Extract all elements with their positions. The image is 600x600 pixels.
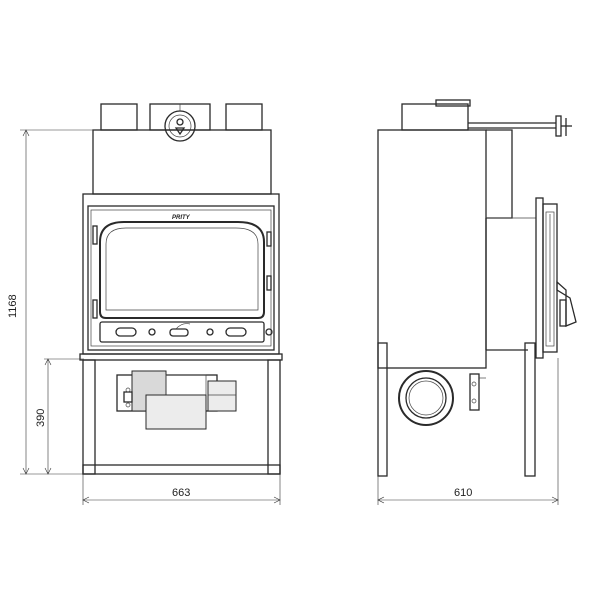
door-hinge-lower [92,299,98,319]
front-left-flue-collar [100,103,138,131]
dim-base-height: 390 [35,409,47,427]
dim-overall-height: 1168 [7,294,19,318]
dimension-lines [20,129,559,505]
damper-rod-knob-icon [555,115,572,137]
side-flue-top [435,99,471,107]
side-rear-leg [524,342,536,477]
front-upper-body [92,129,272,195]
side-door-profile [535,197,558,359]
side-door-handle-icon [556,280,577,327]
dim-front-width: 663 [172,487,190,499]
side-view [377,99,577,477]
front-base-bottom-rail [82,464,281,475]
front-right-flue-collar [225,103,263,131]
air-slot-left [115,327,137,337]
door-latch-mid [266,275,272,291]
side-bracket [469,373,480,411]
front-view: PRITY [79,103,283,475]
door-glass-window [99,221,265,319]
side-main-body [377,129,487,369]
brand-logo: PRITY [172,215,191,221]
air-knob-right-icon [206,328,214,336]
damper-knob-icon [164,104,196,142]
front-right-leg [267,359,281,475]
front-left-leg [82,359,96,475]
front-door-frame [87,205,275,351]
front-door-inner-frame [90,209,272,347]
side-flue-collar [401,103,469,131]
air-knob-left-icon [148,328,156,336]
door-handle-knob-icon [265,328,273,336]
air-slot-right [225,327,247,337]
side-upper-projection [486,129,513,219]
door-hinge-upper [92,225,98,245]
side-air-inlet-icon [398,370,454,426]
front-base-top-rail [79,353,283,361]
door-latch-upper [266,231,272,247]
air-control-strip [99,321,265,343]
air-intake-assembly [116,370,237,430]
dim-side-depth: 610 [454,487,472,499]
side-front-leg [377,342,388,477]
air-lever-icon [169,323,191,337]
door-glass-inner [105,227,259,311]
